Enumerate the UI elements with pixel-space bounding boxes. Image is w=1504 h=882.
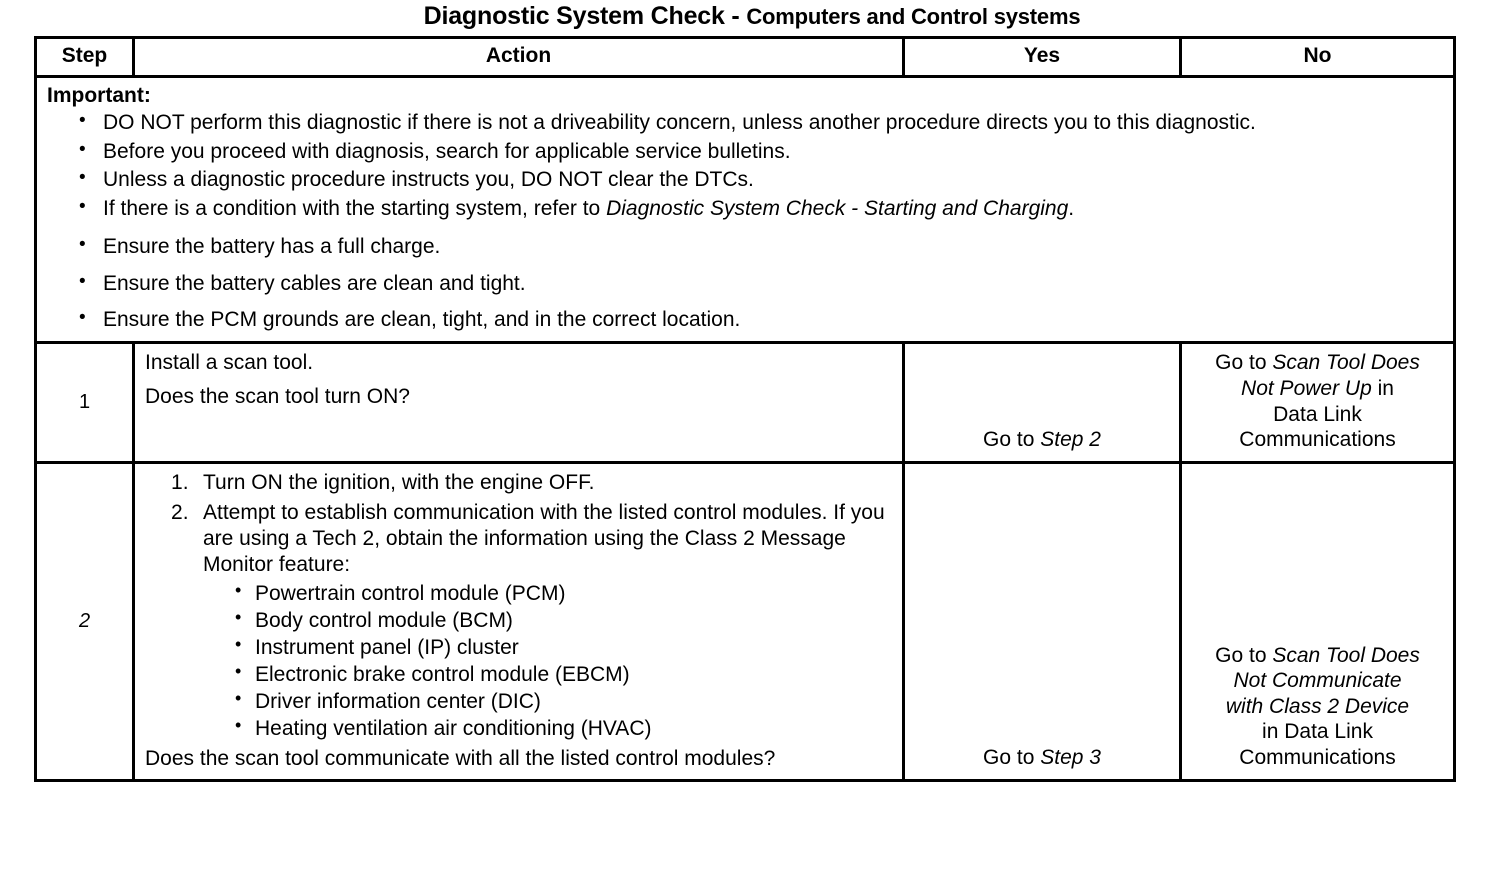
step-2-no-line-1: Go to Scan Tool Does <box>1188 643 1447 669</box>
step-1-action-line-1: Install a scan tool. <box>145 351 314 375</box>
table-row-step-1: 1 Install a scan tool. Does the scan too… <box>37 344 1453 464</box>
page-title-main: Diagnostic System Check - <box>423 2 747 30</box>
module-item-hvac: Heating ventilation air conditioning (HV… <box>233 714 892 742</box>
step-1-number: 1 <box>78 391 91 414</box>
diagnostic-table: Step Action Yes No Important: DO NOT per… <box>34 36 1456 782</box>
step-1-action-body: Install a scan tool. Does the scan tool … <box>135 344 902 416</box>
step-2-no-prefix: Go to <box>1215 643 1273 667</box>
step-2-numbered-item-2: Attempt to establish communication with … <box>171 500 892 743</box>
step-1-no-line-3: Data Link <box>1273 402 1362 426</box>
step-1-no-line-1: Go to Scan Tool Does <box>1188 350 1447 376</box>
step-2-numbered-item-1: Turn ON the ignition, with the engine OF… <box>171 470 595 496</box>
step-1-number-cell: 1 <box>37 344 135 461</box>
step-2-tail-question: Does the scan tool communicate with all … <box>145 747 776 771</box>
step-2-no-line-2: Not Communicate <box>1233 669 1402 693</box>
step-1-yes-answer: Go to Step 2 <box>905 344 1179 460</box>
page-title-sub: Computers and Control systems <box>746 4 1081 29</box>
important-bullet-list: DO NOT perform this diagnostic if there … <box>47 109 1445 333</box>
module-item-ip: Instrument panel (IP) cluster <box>233 633 892 661</box>
step-2-no-line-5: Communications <box>1239 746 1396 770</box>
column-header-action: Action <box>135 39 905 75</box>
step-1-no-answer: Go to Scan Tool Does Not Power Up in Dat… <box>1182 344 1453 460</box>
step-1-action-cell: Install a scan tool. Does the scan tool … <box>135 344 905 461</box>
table-row-step-2: 2 Turn ON the ignition, with the engine … <box>37 463 1453 779</box>
step-1-no-line-2: Not Power Up in <box>1188 376 1447 402</box>
important-bullet-2: Before you proceed with diagnosis, searc… <box>77 138 1445 165</box>
step-2-action-cell: Turn ON the ignition, with the engine OF… <box>135 463 905 779</box>
step-1-no-line-4: Communications <box>1239 428 1396 452</box>
step-1-yes-line: Go to Step 2 <box>911 427 1173 453</box>
step-1-no-ref-part-1: Scan Tool Does <box>1272 351 1420 375</box>
important-label: Important: <box>47 84 151 107</box>
important-row: Important: DO NOT perform this diagnosti… <box>37 78 1453 345</box>
step-2-yes-cell: Go to Step 3 <box>905 463 1182 779</box>
table-header-row: Step Action Yes No <box>37 39 1453 78</box>
column-header-step: Step <box>37 39 135 75</box>
step-2-numbered-list: Turn ON the ignition, with the engine OF… <box>145 470 892 743</box>
important-cell: Important: DO NOT perform this diagnosti… <box>37 78 1453 341</box>
module-item-dic: Driver information center (DIC) <box>233 687 892 715</box>
step-2-no-line-4: in Data Link <box>1262 720 1373 744</box>
important-bullet-6: Ensure the battery cables are clean and … <box>77 270 1445 297</box>
step-2-yes-line: Go to Step 3 <box>911 745 1173 771</box>
step-2-yes-prefix: Go to <box>983 746 1041 770</box>
step-2-yes-answer: Go to Step 3 <box>905 464 1179 779</box>
bullet-4-prefix: If there is a condition with the startin… <box>103 196 607 220</box>
module-item-pcm: Powertrain control module (PCM) <box>233 579 892 607</box>
step-1-no-cell: Go to Scan Tool Does Not Power Up in Dat… <box>1182 344 1453 460</box>
important-bullet-4: If there is a condition with the startin… <box>77 195 1445 222</box>
step-2-no-line-3: with Class 2 Device <box>1225 694 1410 718</box>
page-title: Diagnostic System Check - Computers and … <box>0 2 1504 31</box>
important-bullet-1: DO NOT perform this diagnostic if there … <box>77 109 1445 136</box>
module-item-bcm: Body control module (BCM) <box>233 606 892 634</box>
step-2-number-cell: 2 <box>37 463 135 779</box>
step-2-action-body: Turn ON the ignition, with the engine OF… <box>135 464 902 779</box>
step-1-yes-target: Step 2 <box>1040 428 1101 452</box>
important-bullet-5: Ensure the battery has a full charge. <box>77 233 1445 260</box>
step-2-yes-target: Step 3 <box>1040 746 1101 770</box>
step-1-no-prefix: Go to <box>1215 351 1273 375</box>
module-item-ebcm: Electronic brake control module (EBCM) <box>233 660 892 688</box>
bullet-4-reference: Diagnostic System Check - Starting and C… <box>606 196 1069 220</box>
bullet-4-suffix: . <box>1068 196 1075 220</box>
step-2-no-answer: Go to Scan Tool Does Not Communicate wit… <box>1182 464 1453 779</box>
step-1-action-line-2: Does the scan tool turn ON? <box>145 384 410 408</box>
column-header-yes: Yes <box>905 39 1182 75</box>
important-bullet-7: Ensure the PCM grounds are clean, tight,… <box>77 306 1445 333</box>
step-2-numbered-item-2-text: Attempt to establish communication with … <box>203 500 885 576</box>
step-2-number: 2 <box>78 609 91 632</box>
important-bullet-3: Unless a diagnostic procedure instructs … <box>77 166 1445 193</box>
step-2-module-list: Powertrain control module (PCM) Body con… <box>203 579 892 742</box>
step-1-yes-cell: Go to Step 2 <box>905 344 1182 461</box>
step-1-no-ref-part-2: Not Power Up <box>1241 377 1372 401</box>
column-header-no: No <box>1303 44 1332 67</box>
step-1-no-in: in <box>1371 377 1394 401</box>
step-2-no-ref-part-1: Scan Tool Does <box>1272 643 1420 667</box>
step-1-yes-prefix: Go to <box>983 428 1041 452</box>
step-2-no-cell: Go to Scan Tool Does Not Communicate wit… <box>1182 464 1453 779</box>
